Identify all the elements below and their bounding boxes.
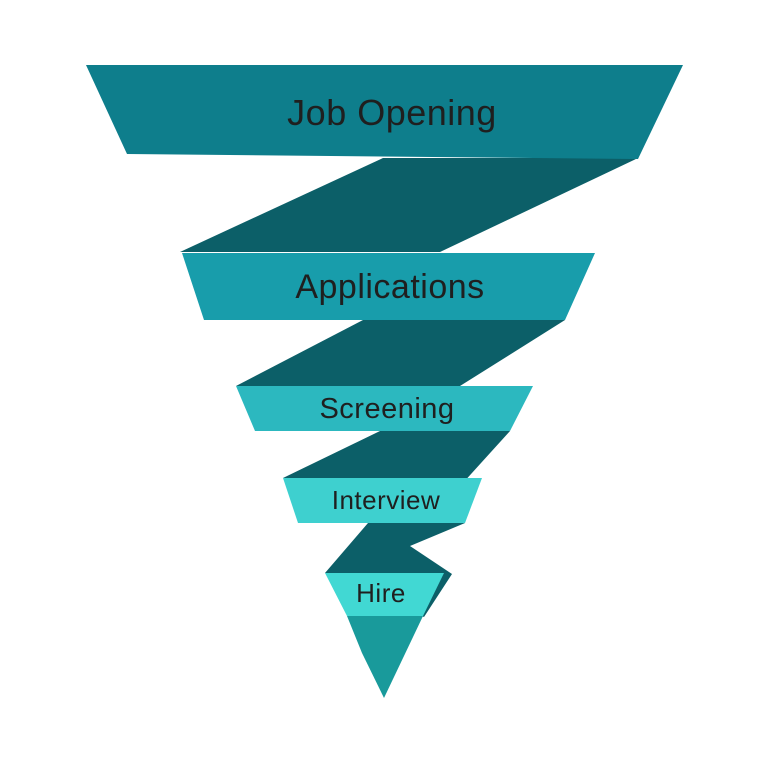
funnel-band-applications <box>182 253 595 320</box>
stage-label-interview: Interview <box>332 485 441 515</box>
funnel-band-screening <box>236 386 533 431</box>
funnel-tail <box>347 616 423 698</box>
funnel-band-job-opening <box>86 65 683 159</box>
ribbon-fold-2-3 <box>236 320 565 386</box>
funnel-band-hire <box>325 573 444 616</box>
stage-label-applications: Applications <box>295 268 484 306</box>
ribbon-fold-1-2 <box>180 158 638 252</box>
stage-label-job-opening: Job Opening <box>287 92 497 133</box>
funnel-band-interview <box>283 478 482 523</box>
stage-label-screening: Screening <box>319 393 454 425</box>
stage-label-hire: Hire <box>356 578 406 608</box>
